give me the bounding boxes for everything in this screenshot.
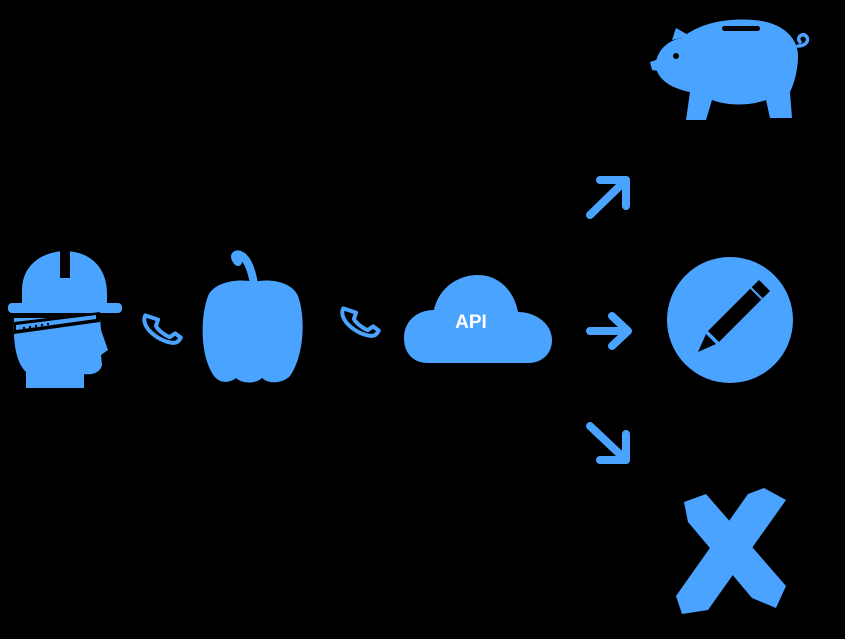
bell-pepper-icon <box>202 250 303 383</box>
pencil-circle-icon <box>667 257 793 383</box>
piggy-bank-icon <box>650 19 810 120</box>
hard-hat-worker-icon <box>8 250 122 388</box>
phone-icon <box>339 301 382 342</box>
arrow-down-right-icon <box>586 422 630 464</box>
cloud-label: API <box>455 312 487 333</box>
phone-icon <box>141 308 184 349</box>
cloud-icon: API <box>404 275 552 363</box>
x-cross-icon <box>676 488 786 614</box>
arrow-up-right-icon <box>586 176 630 219</box>
arrow-right-icon <box>586 312 632 350</box>
